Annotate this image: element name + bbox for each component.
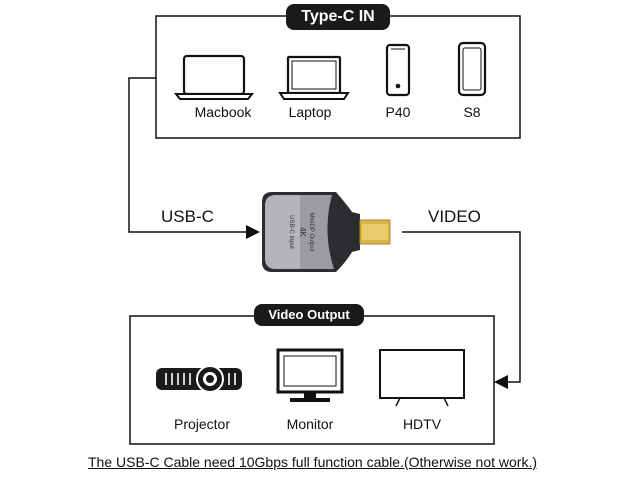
phone-icon bbox=[385, 43, 411, 97]
phone-icon bbox=[457, 41, 487, 97]
device-label-p40: P40 bbox=[385, 104, 411, 120]
device-label-laptop: Laptop bbox=[288, 104, 332, 120]
projector-icon bbox=[156, 365, 242, 393]
adapter-print: 4K bbox=[298, 227, 307, 237]
tv-icon bbox=[379, 349, 465, 407]
adapter-print: USB-C Input bbox=[288, 215, 294, 249]
laptop-icon bbox=[173, 54, 255, 100]
input-flow-line bbox=[128, 77, 258, 233]
monitor-icon bbox=[276, 348, 344, 402]
device-label-s8: S8 bbox=[463, 104, 481, 120]
output-flow-line bbox=[402, 231, 521, 383]
input-flow-label: USB-C bbox=[161, 207, 214, 226]
output-flow-label: VIDEO bbox=[428, 207, 481, 226]
device-label-monitor: Monitor bbox=[286, 416, 334, 432]
input-panel-title: Type-C IN bbox=[286, 4, 390, 30]
adapter-print: MiniDP Output bbox=[308, 213, 314, 252]
output-panel-title: Video Output bbox=[254, 304, 364, 326]
output-arrow-head bbox=[494, 375, 508, 389]
device-label-hdtv: HDTV bbox=[402, 416, 442, 432]
device-label-macbook: Macbook bbox=[194, 104, 252, 120]
footer-note: The USB-C Cable need 10Gbps full functio… bbox=[88, 454, 537, 470]
laptop-icon bbox=[278, 55, 350, 100]
device-label-projector: Projector bbox=[173, 416, 231, 432]
input-arrow-head bbox=[246, 225, 260, 239]
adapter-icon: MiniDP Output 4K USB-C Input bbox=[262, 192, 391, 272]
